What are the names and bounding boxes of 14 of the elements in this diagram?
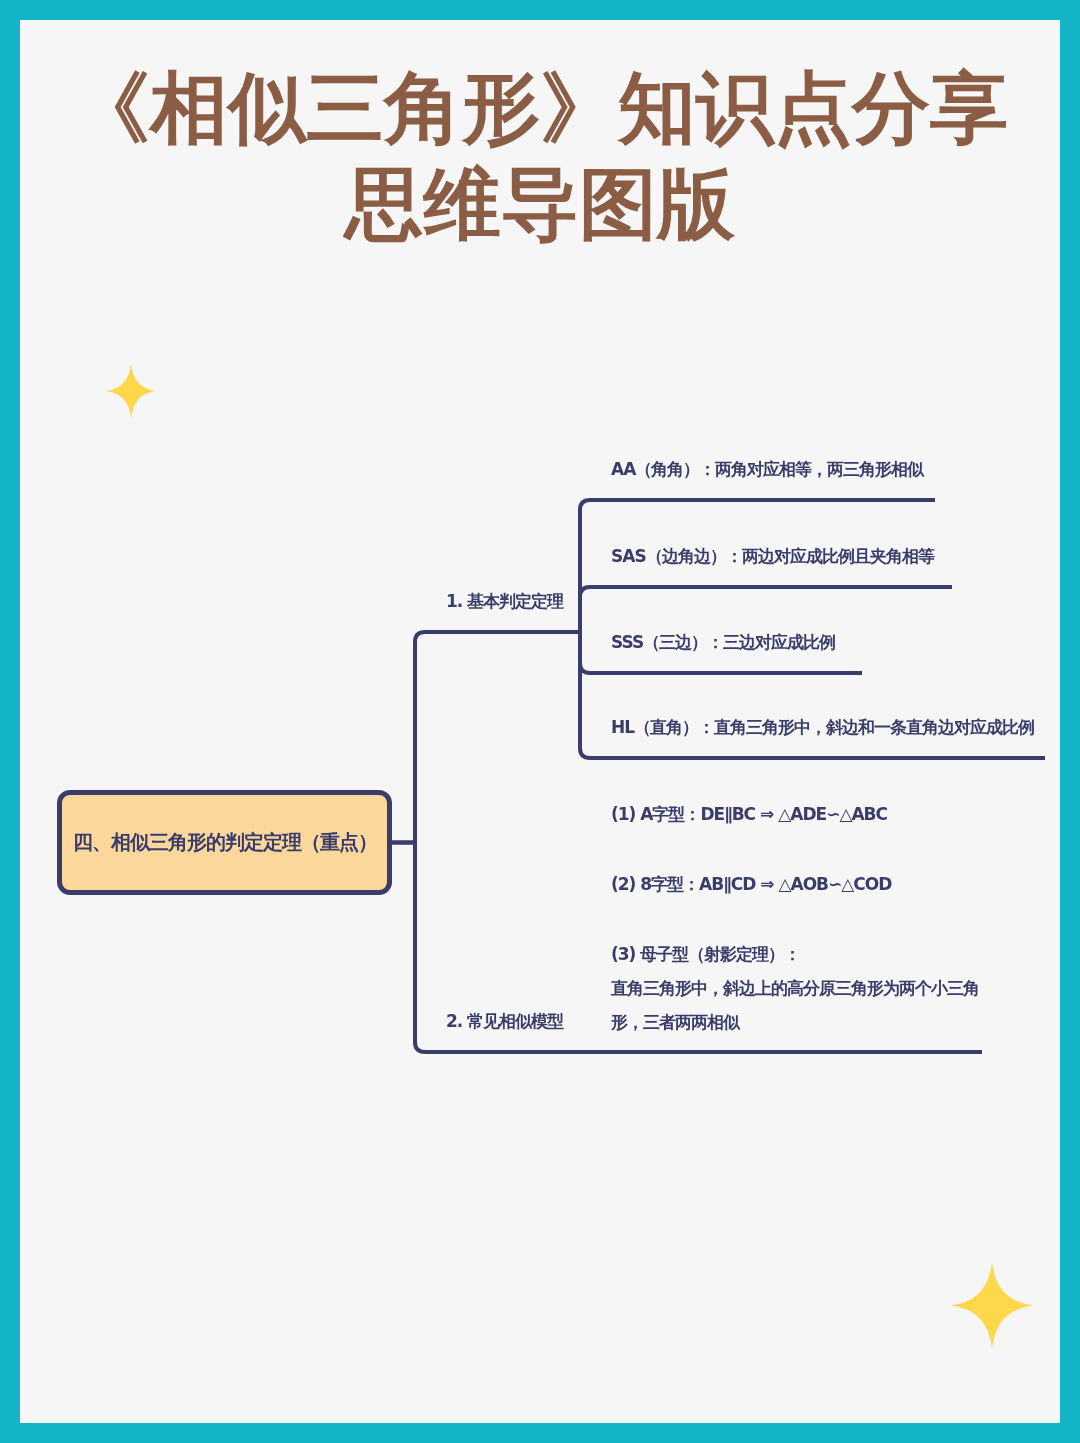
central-topic-box: 四、相似三角形的判定定理（重点） [57,790,392,895]
subtopic: AA（角角）：两角对应相等，两三角形相似 [590,445,935,502]
connector-line [578,585,592,634]
branch-topic: 2. 常见相似模型 [425,1000,575,1054]
subtopic-text: (3) 母子型（射影定理）： [611,943,802,966]
subtopic: SAS（边角边）：两边对应成比例且夹角相等 [590,532,952,589]
subtopic-text: (1) A字型：DE∥BC ⇒ △ADE∽△ABC [611,803,889,826]
subtopic: HL（直角）：直角三角形中，斜边和一条直角边对应成比例 [590,703,1045,760]
branch-topic: 1. 基本判定定理 [425,580,580,634]
subtopic-text: (2) 8字型：AB∥CD ⇒ △AOB∽△COD [611,873,893,896]
subtopic: SSS（三边）：三边对应成比例 [590,618,862,675]
title: 《相似三角形》知识点分享思维导图版 [71,62,1009,251]
connector-line [575,1050,590,1054]
subtopic-text: 直角三角形中，斜边上的高分原三角形为两个小三角形，三者两两相似 [611,977,980,1034]
